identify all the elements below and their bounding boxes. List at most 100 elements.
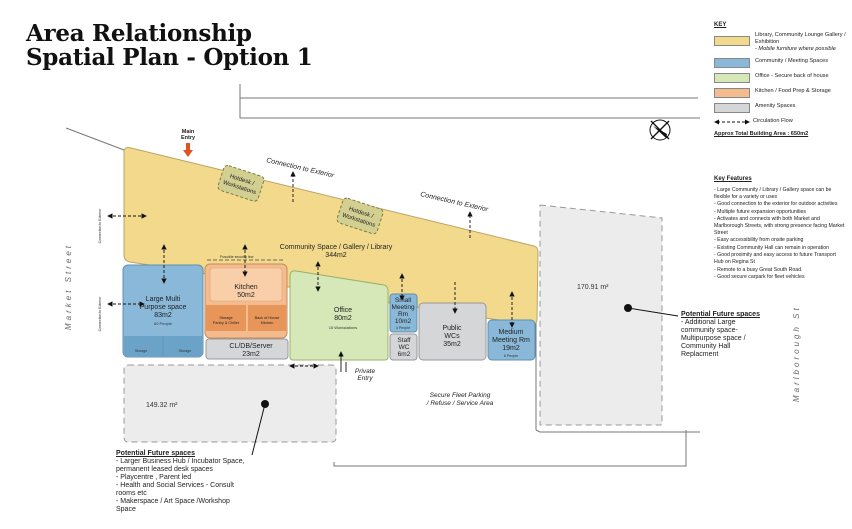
future-spaces-right-note: Potential Future spaces - Additional Lar… <box>681 311 801 359</box>
back-house-label-2: Kitchen <box>261 321 274 325</box>
area-left-label: 149.32 m² <box>146 402 178 409</box>
feature-item: - Multiple future expansion opportunitie… <box>714 208 806 215</box>
legend-swatch-community <box>714 58 750 68</box>
fleet-label-1: Secure Fleet Parking <box>430 392 491 399</box>
future-right-line: Replacment <box>681 351 719 358</box>
feature-item: - Existing Community Hall can remain in … <box>714 244 830 251</box>
storage-label-1: Storage <box>135 349 148 353</box>
legend-item-office: Office - Secure back of house <box>714 73 846 83</box>
legend-item-amenity: Amenity Spaces <box>714 103 846 113</box>
future-left-line: - Health and Social Services - Consult <box>116 482 234 489</box>
pantry-label-1: Storage <box>219 316 232 320</box>
feature-item: - Large Community / Library / Gallery sp… <box>714 187 832 200</box>
back-house-label-1: Back of House <box>255 316 280 320</box>
future-right-heading: Potential Future spaces <box>681 311 760 318</box>
connection-label-1: Connection to Exterior <box>266 157 336 180</box>
small-meeting-label-4: 10m2 <box>395 318 412 325</box>
future-left-line: - Playcentre , Parent led <box>116 474 192 481</box>
connection-left-label-1: Connection to Exterior <box>98 208 102 243</box>
feature-item: - Remote to a busy Great South Road. <box>714 266 803 273</box>
legend-label-amenity: Amenity Spaces <box>755 103 796 109</box>
future-space-left <box>123 364 337 443</box>
community-space-label: Community Space / Gallery / Library <box>280 244 393 251</box>
legend-swatch-amenity <box>714 103 750 113</box>
legend-item-community: Community / Meeting Spaces <box>714 58 846 68</box>
north-compass-icon <box>649 119 671 141</box>
pantry-block <box>206 305 246 331</box>
legend-label-library: Library, Community Lounge Gallery / Exhi… <box>755 32 846 45</box>
medium-meeting-label-2: Meeting Rm <box>492 337 530 344</box>
main-entry-arrow <box>183 143 193 157</box>
hotdesk-2: Hotdesk / Workstations <box>336 197 384 235</box>
connection-label-2: Connection to Exterior <box>420 191 490 214</box>
cl-db-label: CL/DB/Server <box>229 343 273 350</box>
legend-swatch-kitchen <box>714 88 750 98</box>
small-meeting-label-2: Meeting <box>391 304 415 311</box>
future-spaces-left-note: Potential Future spaces - Larger Busines… <box>116 450 316 514</box>
legend-sub-library: - Mobile furniture where possible <box>755 46 836 52</box>
legend-item-library: Library, Community Lounge Gallery / Exhi… <box>714 32 846 53</box>
public-wc-label-3: 35m2 <box>443 341 461 348</box>
circulation-arrows <box>107 171 515 369</box>
cl-db-server-block <box>205 338 289 360</box>
features-list: - Large Community / Library / Gallery sp… <box>714 187 846 281</box>
legend-panel: KEY Library, Community Lounge Gallery / … <box>714 22 846 282</box>
staff-wc-block <box>389 333 418 361</box>
total-area-label: Approx Total Building Area : 650m2 <box>714 131 809 137</box>
future-left-line: rooms etc <box>116 490 147 497</box>
large-multi-people: 60 People <box>154 321 173 326</box>
circulation-arrow-icon <box>714 119 750 125</box>
staff-wc-label-1: Staff <box>397 337 410 344</box>
page-title: Area Relationship Spatial Plan - Option … <box>26 20 313 70</box>
staff-wc-label-2: WC <box>399 344 410 351</box>
legend-label-circulation: Circulation Flow <box>753 118 793 124</box>
future-right-line: Multipurpose space / <box>681 335 746 342</box>
future-right-line: - Additional Large <box>681 319 736 326</box>
large-multi-label-2: Purpose space <box>140 304 187 311</box>
future-left-line: - Makerspace / Art Space /Workshop <box>116 498 230 505</box>
public-wc-block <box>418 302 487 361</box>
features-title: Key Features <box>714 176 752 182</box>
fleet-label-2: / Refuse / Service Area <box>426 400 494 407</box>
feature-item: - Activates and connects with both Marke… <box>714 216 845 236</box>
large-multi-label-3: 83m2 <box>154 312 172 319</box>
feature-item: - Good connection to the exterior for ou… <box>714 201 838 208</box>
legend-label-community: Community / Meeting Spaces <box>755 58 829 64</box>
legend-label-kitchen: Kitchen / Food Prep & Storage <box>755 88 831 94</box>
future-left-line: Space <box>116 506 136 513</box>
medium-meeting-label-1: Medium <box>499 329 524 336</box>
future-left-line: permanent leased desk spaces <box>116 466 213 473</box>
future-left-heading: Potential Future spaces <box>116 450 195 457</box>
small-meeting-label-3: Rm <box>398 311 408 318</box>
future-space-right <box>539 204 663 426</box>
cl-db-area: 23m2 <box>242 351 260 358</box>
office-block <box>289 270 389 361</box>
large-multi-label-1: Large Multi <box>146 296 181 303</box>
legend-title: KEY <box>714 22 727 28</box>
legend-swatch-office <box>714 73 750 83</box>
community-space-area: 344m2 <box>325 252 347 259</box>
legend-swatch-library <box>714 36 750 46</box>
future-right-line: Community Hall <box>681 343 731 350</box>
future-right-line: community space- <box>681 327 738 334</box>
area-right-label: 170.91 m² <box>577 284 609 291</box>
legend-label-office: Office - Secure back of house <box>755 73 829 79</box>
pantry-label-2: Pantry & Chiller <box>213 321 240 325</box>
office-label: Office <box>334 307 352 314</box>
small-meeting-people: 4 People <box>396 326 410 330</box>
office-workstations: 15 Workstations <box>329 325 358 330</box>
main-entry-label-1: Main <box>182 129 195 135</box>
future-left-line: - Larger Business Hub / Incubator Space, <box>116 458 245 465</box>
security-line-label: Possible security line <box>220 255 254 259</box>
office-area: 80m2 <box>334 315 352 322</box>
staff-wc-label-3: 6m2 <box>398 351 411 358</box>
legend-item-circulation: Circulation Flow <box>714 118 846 126</box>
legend-item-kitchen: Kitchen / Food Prep & Storage <box>714 88 846 98</box>
title-line-1: Area Relationship <box>26 20 252 47</box>
future-left-leader <box>251 403 266 456</box>
main-entry-label-2: Entry <box>181 135 196 141</box>
kitchen-label: Kitchen <box>234 284 257 291</box>
storage-label-2: Storage <box>179 349 192 353</box>
medium-meeting-label-3: 19m2 <box>502 345 520 352</box>
